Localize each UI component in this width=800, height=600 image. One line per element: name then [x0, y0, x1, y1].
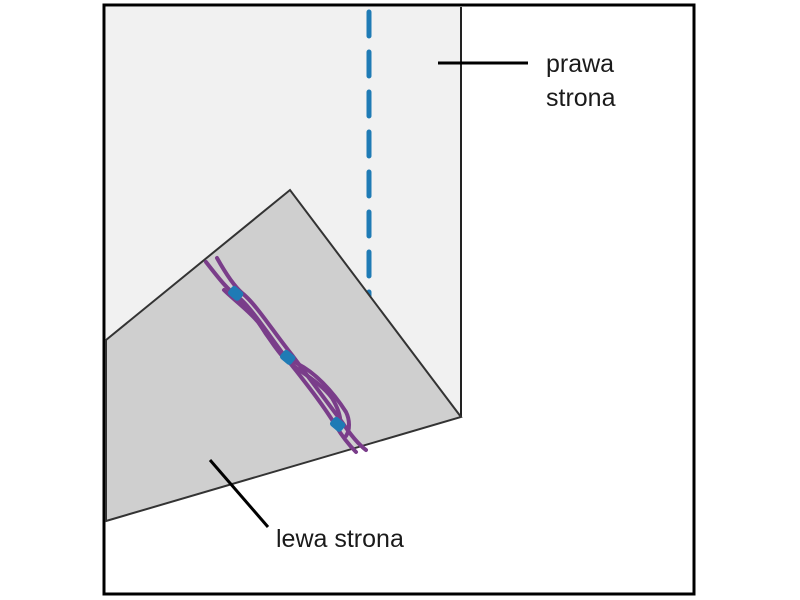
wrong-side-label: lewa strona	[276, 525, 404, 553]
wrong-side-leader	[208, 459, 270, 528]
stitch-knot	[330, 416, 346, 432]
right-side-label-line1: prawa	[546, 50, 614, 78]
catch-stitch-thread	[230, 294, 351, 438]
right-side-label-line2: strona	[546, 84, 616, 112]
stitch-knot	[228, 285, 244, 301]
stitch-knot	[280, 349, 296, 365]
